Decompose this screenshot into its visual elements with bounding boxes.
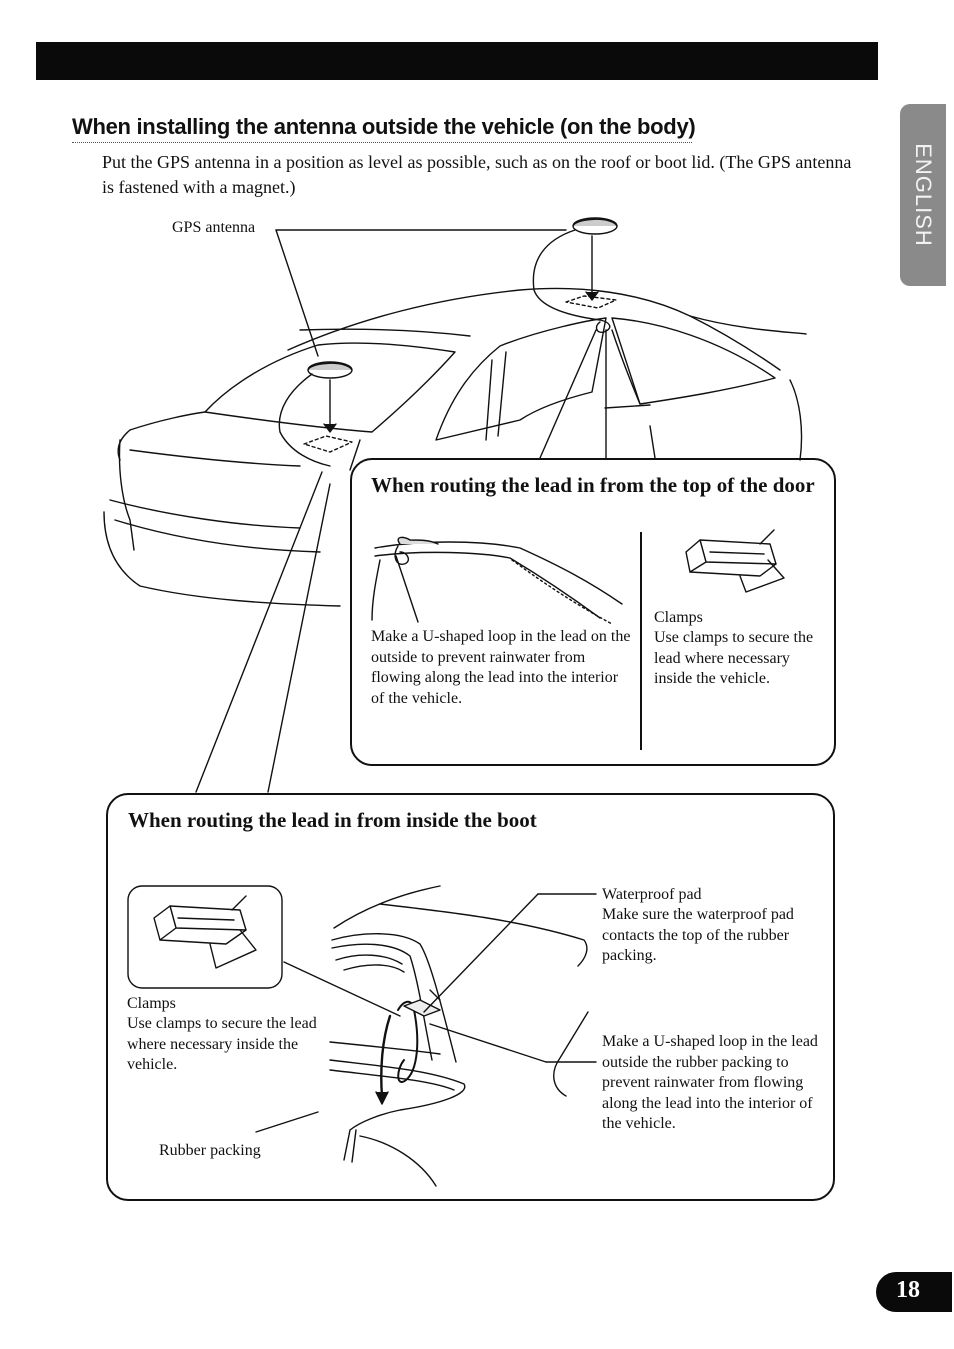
gps-antenna-leader-boot xyxy=(275,229,319,357)
door-loop-text: Make a U-shaped loop in the lead on the … xyxy=(371,628,631,707)
boot-loop-text: Make a U-shaped loop in the lead outside… xyxy=(602,1033,818,1132)
language-tab: ENGLISH xyxy=(900,104,946,286)
boot-clamps-text: Use clamps to secure the lead where nece… xyxy=(127,1015,317,1073)
boot-clamp-frame xyxy=(127,885,283,989)
door-box-title: When routing the lead in from the top of… xyxy=(371,473,815,497)
door-box-divider xyxy=(640,532,642,750)
rubber-packing-leader xyxy=(255,1111,319,1133)
boot-clamps-label: Clamps xyxy=(127,995,176,1012)
rubber-packing-label: Rubber packing xyxy=(159,1142,261,1159)
car-illustration xyxy=(103,287,807,793)
boot-clamp-leader xyxy=(283,961,401,1017)
waterproof-pad-label: Waterproof pad xyxy=(602,886,702,903)
door-clamps-text: Use clamps to secure the lead where nece… xyxy=(654,629,814,687)
boot-clamp-icon xyxy=(153,895,257,969)
boot-box-title: When routing the lead in from inside the… xyxy=(128,808,537,832)
waterproof-pad-text: Make sure the waterproof pad contacts th… xyxy=(602,906,794,964)
door-routing-box xyxy=(350,458,836,766)
header-bar xyxy=(36,42,878,80)
door-loop-diagram xyxy=(371,536,623,625)
gps-antenna-label: GPS antenna xyxy=(172,219,256,236)
boot-lid-diagram xyxy=(329,885,588,1187)
page-number: 18 xyxy=(896,1277,920,1303)
door-clamps-label: Clamps xyxy=(654,609,703,626)
gps-antenna-boot xyxy=(278,361,353,467)
page-number-tab: 18 xyxy=(876,1272,952,1312)
section-title: When installing the antenna outside the … xyxy=(72,114,696,143)
boot-routing-box xyxy=(106,793,835,1201)
door-clamp-icon xyxy=(685,529,785,593)
intro-paragraph: Put the GPS antenna in a position as lev… xyxy=(102,152,852,197)
gps-antenna-roof xyxy=(532,217,618,334)
